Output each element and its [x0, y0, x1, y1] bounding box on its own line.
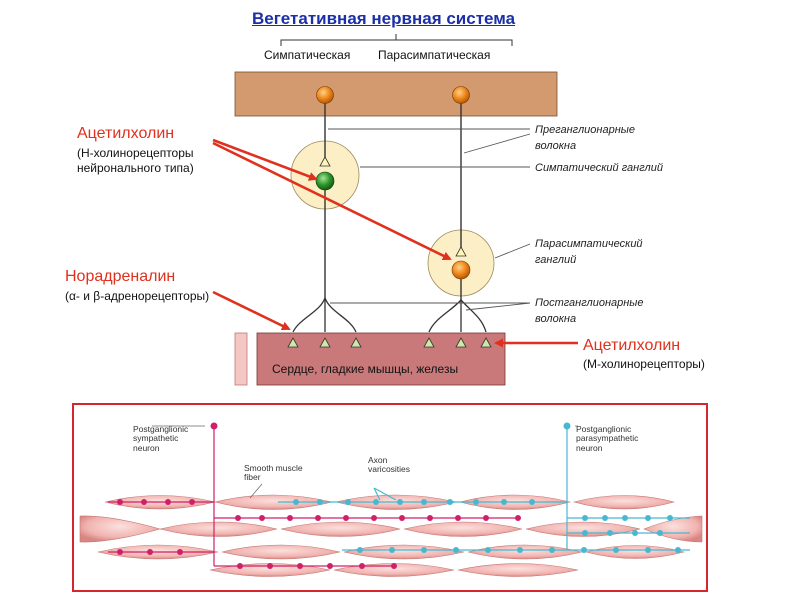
- inset-smooth-muscle-label: Smooth muscle fiber: [244, 463, 303, 483]
- arrow-noradrenaline: [212, 290, 291, 331]
- preganglionic-label-2: волокна: [535, 140, 577, 152]
- ach-nicotinic-line2: нейронального типа): [77, 161, 194, 175]
- parasympathetic-postganglionic-neuron: [451, 260, 471, 280]
- parasympathetic-ganglion-label-2: ганглий: [535, 254, 577, 266]
- cns-band: [234, 71, 558, 117]
- postganglionic-label-1: Постганглионарные: [535, 297, 644, 309]
- preganglionic-label-1: Преганглионарные: [535, 124, 635, 136]
- noradrenaline-name: Норадреналин: [65, 268, 176, 285]
- sympathetic-branch-label: Симпатическая: [264, 48, 351, 62]
- parasympathetic-preganglionic-neuron: [452, 86, 470, 104]
- effector-band-left: [234, 332, 248, 386]
- ach-nicotinic-name: Ацетилхолин: [77, 125, 175, 142]
- label-leaders: [328, 128, 531, 311]
- inset-parasympathetic-neuron-label: Postganglionic parasympathetic neuron: [576, 424, 639, 453]
- parasympathetic-preganglionic-terminal: [455, 246, 467, 257]
- sympathetic-preganglionic-neuron: [316, 86, 334, 104]
- sympathetic-ganglion-label: Симпатический ганглий: [535, 162, 663, 174]
- noradrenaline-receptors: (α- и β-адренорецепторы): [65, 289, 210, 303]
- parasympathetic-ganglion-label-1: Парасимпатический: [535, 238, 643, 250]
- sympathetic-preganglionic-terminal: [319, 156, 331, 167]
- parasympathetic-branch-label: Парасимпатическая: [378, 48, 491, 62]
- nerve-terminals: [287, 337, 492, 348]
- arrow-ach-to-symp-ganglion: [212, 138, 318, 181]
- diagram-title: Вегетативная нервная система: [252, 9, 516, 28]
- inset-illustration: [79, 422, 703, 577]
- inset-varicosities-label: Axon varicosities: [368, 455, 411, 475]
- postganglionic-label-2: волокна: [535, 313, 577, 325]
- ach-muscarinic-name: Ацетилхолин: [583, 337, 681, 354]
- ach-nicotinic-line1: (Н-холинорецепторы: [77, 146, 194, 160]
- arrow-ach-to-parasymp-ganglion: [212, 141, 452, 261]
- effector-organs-label: Сердце, гладкие мышцы, железы: [272, 362, 459, 376]
- branch-bracket: [280, 39, 513, 46]
- inset-sympathetic-neuron-label: Postganglionic sympathetic neuron: [133, 424, 189, 453]
- sympathetic-postganglionic-neuron: [315, 171, 335, 191]
- ach-muscarinic-receptors: (М-холинорецепторы): [583, 357, 705, 371]
- effector-band: [256, 332, 506, 386]
